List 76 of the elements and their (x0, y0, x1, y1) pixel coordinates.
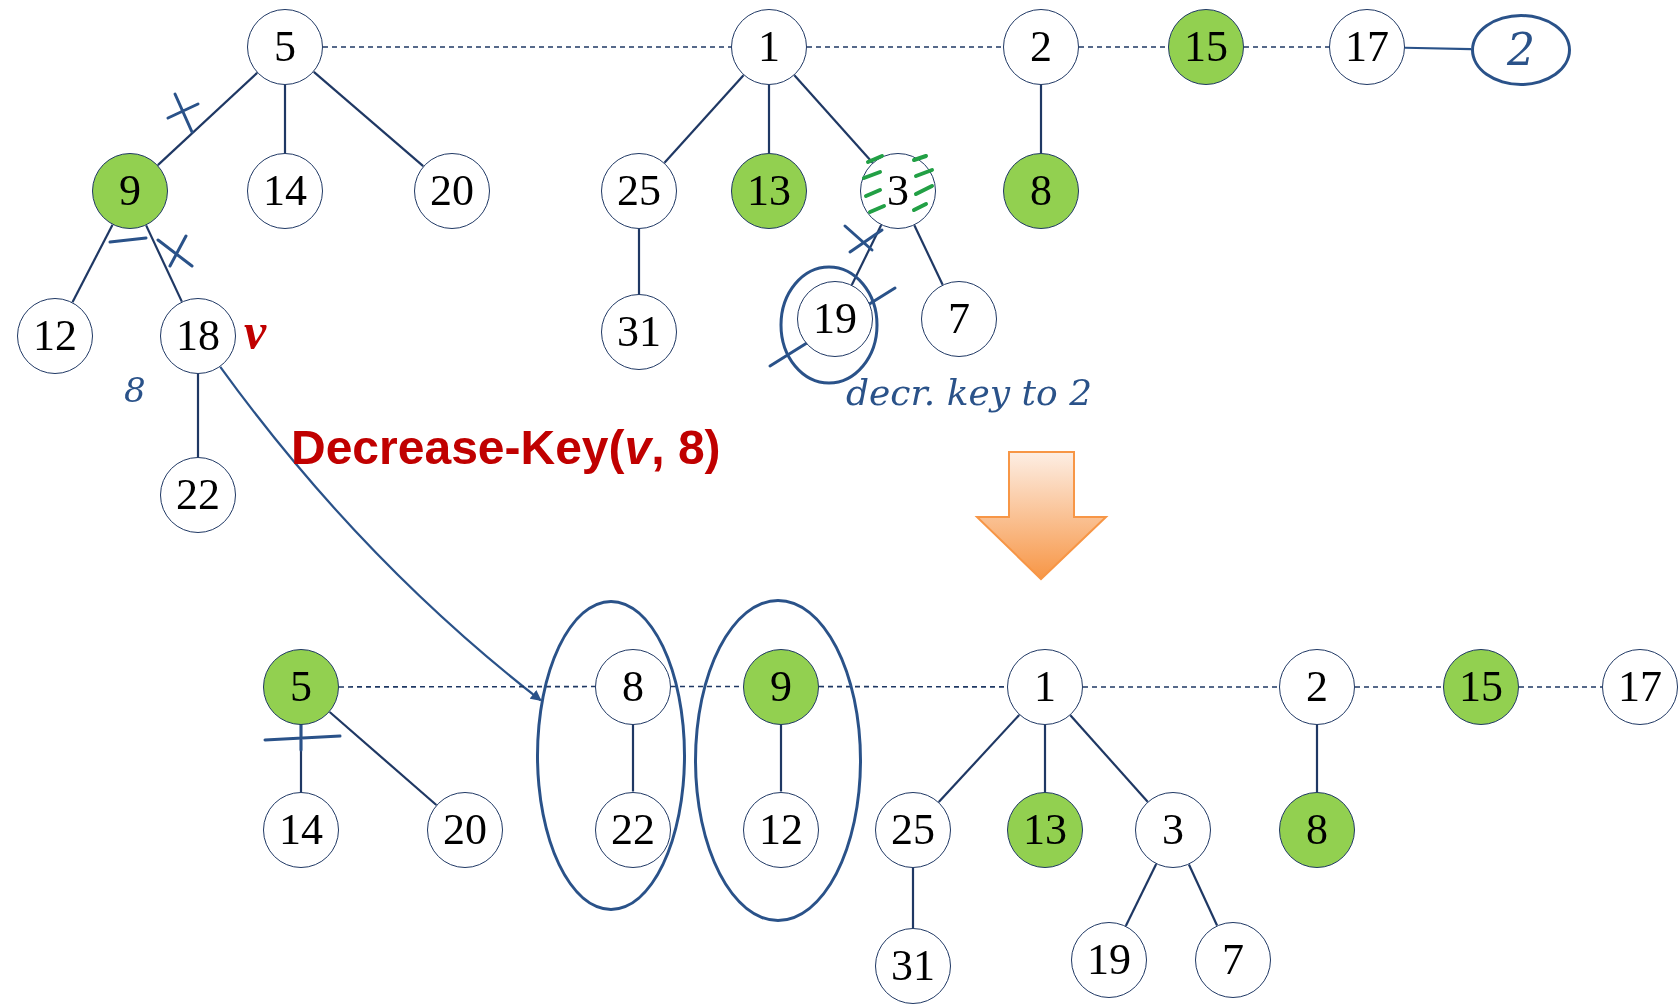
node-key: 15 (1184, 25, 1228, 69)
root-list-link (338, 685, 596, 688)
node-key: 19 (1087, 938, 1131, 982)
root-list-link (1518, 686, 1603, 688)
tree-edge (328, 711, 438, 806)
node-key: 15 (1459, 665, 1503, 709)
node-key: 22 (176, 473, 220, 517)
node-key: 22 (611, 807, 655, 852)
handwritten-note: decr. key to 2 (846, 372, 1093, 413)
tree-edge (196, 374, 200, 457)
hand-drawn-ellipse (694, 598, 862, 922)
node-key: 1 (1034, 665, 1056, 709)
handwritten-node (1471, 14, 1571, 86)
operation-title: Decrease-Key(v, 8) (291, 420, 721, 475)
node-key: 13 (747, 169, 791, 213)
node-key: 9 (770, 664, 792, 709)
node-key: 9 (119, 169, 141, 213)
tree-edge (1315, 725, 1319, 792)
node-key: 14 (263, 169, 307, 213)
tree-edge (71, 224, 114, 303)
tree-edge (1043, 725, 1047, 792)
node-key: 5 (274, 25, 296, 69)
tree-edge (850, 224, 883, 286)
node-key: 20 (430, 169, 474, 213)
pointer-label: v (244, 306, 267, 356)
node-key: 17 (1618, 665, 1662, 709)
node-key: 5 (290, 665, 312, 709)
tree-edge (937, 714, 1021, 803)
tree-edge (145, 224, 183, 303)
tree-edge (1404, 46, 1472, 51)
handwritten-note: 8 (124, 370, 146, 410)
node-key: 25 (617, 169, 661, 213)
node-key: 8 (622, 664, 644, 709)
hand-drawn-arrow (219, 366, 542, 702)
root-list-link (1082, 686, 1280, 688)
tree-edge (1039, 85, 1043, 153)
node-key: 8 (1030, 169, 1052, 213)
root-list-link (1243, 46, 1330, 48)
tree-edge (313, 71, 424, 167)
node-key: 20 (443, 808, 487, 852)
tree-edge (637, 229, 641, 294)
node-key: 13 (1023, 808, 1067, 852)
tree-edge (283, 85, 287, 153)
handwritten-key: 2 (1507, 28, 1535, 72)
node-key: 18 (176, 314, 220, 358)
node-key: 31 (617, 310, 661, 354)
node-key: 12 (33, 314, 77, 358)
root-list-link (322, 46, 732, 48)
tree-edge (631, 724, 635, 792)
node-key: 14 (279, 808, 323, 852)
tree-edge (663, 74, 745, 164)
tree-edge (1187, 864, 1219, 926)
tree-edge (157, 72, 258, 166)
node-key: 3 (1162, 808, 1184, 852)
node-key: 25 (891, 808, 935, 852)
tree-edge (767, 85, 771, 153)
node-key: 8 (1306, 808, 1328, 852)
tree-edge (911, 868, 915, 928)
node-key: 2 (1306, 665, 1328, 709)
node-key: 12 (759, 807, 803, 852)
node-key: 2 (1030, 25, 1052, 69)
tree-edge (913, 224, 944, 286)
node-key: 17 (1345, 25, 1389, 69)
node-key: 3 (887, 169, 909, 213)
root-list-link (806, 46, 1004, 48)
node-key: 7 (1222, 938, 1244, 982)
node-key: 31 (891, 944, 935, 988)
node-key: 7 (948, 297, 970, 341)
tree-edge (1124, 863, 1158, 927)
node-key: 1 (758, 25, 780, 69)
tree-edge (1069, 714, 1149, 803)
node-key: 19 (813, 297, 857, 341)
hand-drawn-ellipse (536, 599, 686, 911)
tree-edge (779, 724, 783, 792)
root-list-link (1354, 686, 1444, 688)
heap-node (797, 281, 873, 357)
